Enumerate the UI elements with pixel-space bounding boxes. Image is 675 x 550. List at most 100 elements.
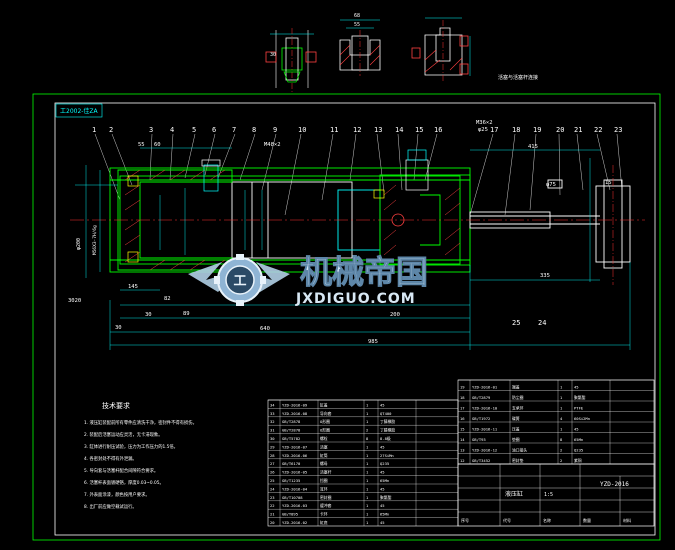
bom-cell: 27SiMn — [380, 453, 394, 458]
bom-cell: 45 — [574, 385, 579, 390]
svg-text:2. 装配后活塞运动应灵活，无卡滞现象。: 2. 装配后活塞运动应灵活，无卡滞现象。 — [84, 431, 163, 438]
title-col-code: 代号 — [503, 517, 511, 523]
bom-cell: 耳环 — [320, 486, 328, 491]
bom-cell: 24 — [270, 486, 275, 491]
bom-cell: 16 — [460, 416, 465, 421]
bom-cell: 密封垫 — [512, 458, 524, 463]
bom-cell: YZD-2016-07 — [282, 444, 307, 449]
bom-cell: 45 — [380, 486, 385, 491]
tech-requirements: 技术要求 1. 液压缸装配前所有零件应清洗干净，密封件不得有损伤。 2. 装配后… — [84, 401, 197, 510]
bom-cell: 丁腈橡胶 — [380, 419, 395, 424]
bom-cell: GB/T1235 — [282, 478, 300, 483]
bom-cell: 垫圈 — [512, 437, 520, 442]
title-drawing-no: YZD-2016 — [600, 481, 629, 488]
bom-cell: GB/T5782 — [282, 436, 300, 441]
title-scale: 1:5 — [544, 492, 553, 498]
bom-cell: 25 — [270, 478, 275, 483]
svg-text:10: 10 — [298, 126, 306, 134]
svg-text:55: 55 — [138, 142, 145, 148]
svg-text:60: 60 — [154, 142, 161, 148]
bom-cell: 18 — [460, 395, 465, 400]
bom-cell: PTFE — [574, 406, 584, 411]
bom-cell: 挡圈 — [320, 478, 328, 483]
svg-text:6: 6 — [212, 126, 216, 134]
bom-cell: 23 — [270, 495, 275, 500]
svg-text:φ75: φ75 — [546, 182, 556, 188]
bom-cell: YZD-2016-12 — [472, 448, 497, 453]
detail-view-1: 30 — [265, 28, 317, 92]
svg-text:22: 22 — [594, 126, 602, 134]
bom-cell: 丁腈橡胶 — [380, 428, 395, 433]
bom-cell: 45 — [380, 520, 385, 525]
bom-cell: 卡环 — [320, 512, 328, 517]
bom-cell: 1 — [366, 478, 369, 483]
inner-frame — [54, 102, 656, 536]
watermark: 工 机械帝国 JXDIGUO.COM — [188, 253, 429, 307]
tech-heading: 技术要求 — [102, 401, 130, 410]
title-block: 液压缸 YZD-2016 1:5 序号 代号 名称 数量 材料 — [457, 463, 655, 527]
bom-cell: O形圈 — [320, 419, 330, 424]
bom-cell: 34 — [270, 402, 275, 407]
bom-cell: YZD-2016-01 — [472, 385, 498, 390]
bom-cell: 1 — [366, 495, 369, 500]
bom-cell: 1 — [366, 470, 369, 475]
svg-text:9: 9 — [273, 126, 277, 134]
bom-cell: GB/T2878 — [282, 428, 301, 433]
bom-cell: 聚氨酯 — [380, 495, 392, 500]
bom-cell: QT400 — [380, 411, 392, 416]
dim-label: 55 — [354, 22, 360, 28]
bom-cell: 防尘圈 — [512, 395, 524, 400]
svg-text:21: 21 — [574, 126, 582, 134]
bom-cell: 压盖 — [512, 427, 520, 432]
bom-cell: 12 — [460, 458, 465, 463]
svg-text:13: 13 — [374, 126, 382, 134]
svg-text:M36×2: M36×2 — [476, 120, 493, 126]
svg-text:89: 89 — [183, 311, 190, 317]
bom-cell: 2 — [366, 428, 368, 433]
bom-cell: 活塞 — [320, 444, 328, 449]
bom-cell: YZD-2016-05 — [282, 470, 307, 475]
bom-cell: YZD-2016-04 — [282, 486, 308, 491]
title-col-name: 名称 — [543, 517, 551, 523]
bom-cell: 油口接头 — [512, 448, 527, 453]
detail-view-3 — [411, 17, 471, 82]
main-assembly-view: 1 2 3 4 5 6 7 8 9 10 11 12 13 14 15 16 1… — [68, 120, 645, 350]
bom-cell: 45 — [380, 470, 385, 475]
bom-cell: YZD-2016-08 — [282, 411, 308, 416]
bom-cell: 45 — [574, 427, 579, 432]
svg-text:82: 82 — [164, 296, 171, 302]
svg-text:6. 活塞杆表面镀硬铬，厚度0.03~0.05。: 6. 活塞杆表面镀硬铬，厚度0.03~0.05。 — [84, 479, 164, 486]
bom-cell: 26 — [270, 470, 275, 475]
detail-caption: 活塞与活塞杆连接 — [498, 74, 538, 81]
bom-cell: 1 — [366, 520, 369, 525]
bom-cell: 2 — [560, 458, 562, 463]
tech-items: 1. 液压缸装配前所有零件应清洗干净，密封件不得有损伤。 2. 装配后活塞运动应… — [84, 419, 197, 510]
title-tag: 工2002-佳ZA — [60, 107, 99, 115]
bom-cell: YZD-2016-11 — [472, 427, 498, 432]
svg-text:M48×2: M48×2 — [264, 142, 281, 148]
svg-text:15: 15 — [605, 180, 612, 186]
svg-text:640: 640 — [260, 326, 270, 332]
leader-lines — [94, 133, 623, 216]
svg-text:2: 2 — [109, 126, 113, 134]
bom-cell: 8.8级 — [380, 436, 391, 441]
bom-cell: 30 — [270, 436, 275, 441]
svg-text:415: 415 — [528, 144, 538, 150]
svg-text:24: 24 — [538, 319, 546, 327]
bom-cell: 1 — [366, 402, 369, 407]
bom-cell: 65Mn — [574, 437, 583, 442]
bom-cell: 60Si2Mn — [574, 416, 590, 421]
bom-cell: O形圈 — [320, 428, 330, 433]
svg-text:30: 30 — [145, 312, 152, 318]
svg-text:工: 工 — [233, 274, 246, 289]
bom-cell: 碟簧 — [512, 416, 520, 421]
bom-cell: 导向套 — [320, 411, 332, 416]
bom-cell: 21 — [270, 512, 275, 517]
bom-cell: 45 — [380, 503, 385, 508]
bom-cell: 活塞杆 — [320, 470, 332, 475]
part-number-row: 1 2 3 4 5 6 7 8 9 10 11 12 13 14 15 16 1… — [92, 126, 622, 327]
bom-cell: 8 — [560, 437, 563, 442]
bom-cell: 1 — [366, 419, 369, 424]
